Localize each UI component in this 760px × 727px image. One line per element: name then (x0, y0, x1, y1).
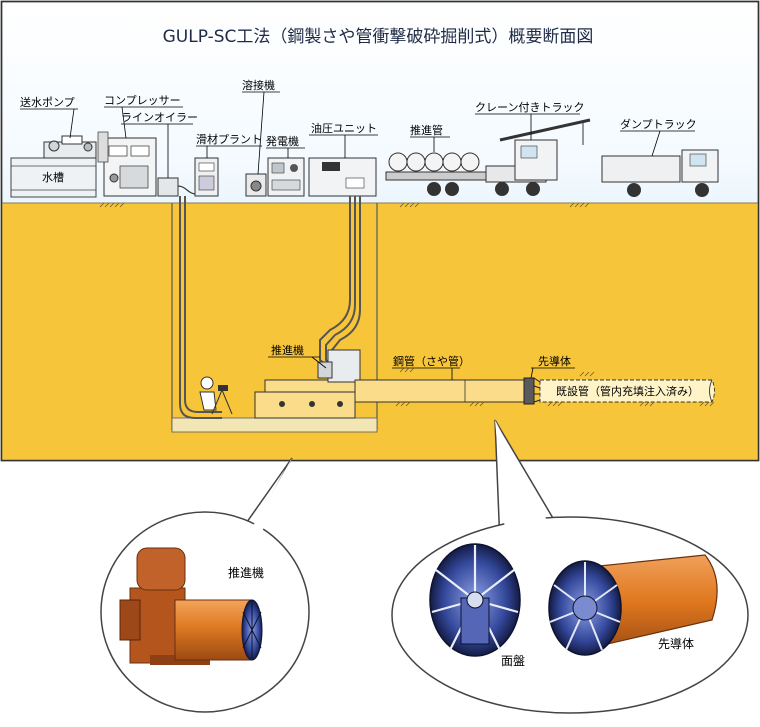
lubricant-plant (194, 157, 219, 197)
supply-hoses (179, 196, 361, 419)
hydraulic-unit (308, 157, 377, 197)
generator (267, 157, 305, 197)
soil-area (2, 203, 758, 460)
diagram-title: GULP-SC工法（鋼製さや管衝撃破砕掘削式）概要断面図 (163, 27, 594, 47)
dump-truck (601, 149, 719, 197)
lubricant-plant-label: 滑材プラント (196, 132, 262, 146)
cutter-face-photo (429, 543, 521, 657)
crane-truck-label: クレーン付きトラック (475, 101, 584, 114)
hydraulic-unit-label: 油圧ユニット (311, 121, 377, 135)
launch-shaft (171, 203, 378, 433)
steel-casing-pipe (354, 379, 531, 403)
push-pipes-label: 推進管 (410, 123, 443, 137)
existing-pipe-label: 既設管（管内充填注入済み） (556, 384, 699, 398)
jacking-machine-photo (119, 547, 263, 665)
pilot-head-photo (548, 554, 718, 656)
photo-face-label: 面盤 (501, 654, 525, 668)
steel-pipe-label: 鋼管（さや管） (393, 354, 470, 368)
operator-figure (199, 376, 233, 415)
water-tank-label: 水槽 (42, 171, 64, 184)
jacking-machine (254, 349, 361, 419)
welder (245, 173, 267, 197)
crane-truck (485, 118, 591, 196)
photo-pilot-head-label: 先導体 (658, 637, 694, 651)
compressor (97, 131, 157, 197)
water-pump-label: 送水ポンプ (20, 95, 75, 109)
dump-truck-label: ダンプトラック (620, 117, 697, 131)
callout-left (100, 457, 310, 713)
line-oiler-label: ラインオイラー (121, 111, 198, 124)
pilot-head (523, 377, 541, 405)
existing-pipe (539, 379, 715, 403)
photo-jacking-machine-label: 推進機 (228, 565, 264, 580)
welder-label: 溶接機 (242, 78, 275, 92)
jacking-machine-label: 推進機 (271, 343, 304, 357)
generator-label: 発電機 (266, 134, 299, 148)
soil-hatches (99, 202, 715, 407)
main-panel-border (0, 0, 760, 462)
pilot-head-label: 先導体 (538, 354, 571, 368)
water-pump (43, 135, 97, 159)
compressor-label: コンプレッサー (104, 94, 181, 107)
